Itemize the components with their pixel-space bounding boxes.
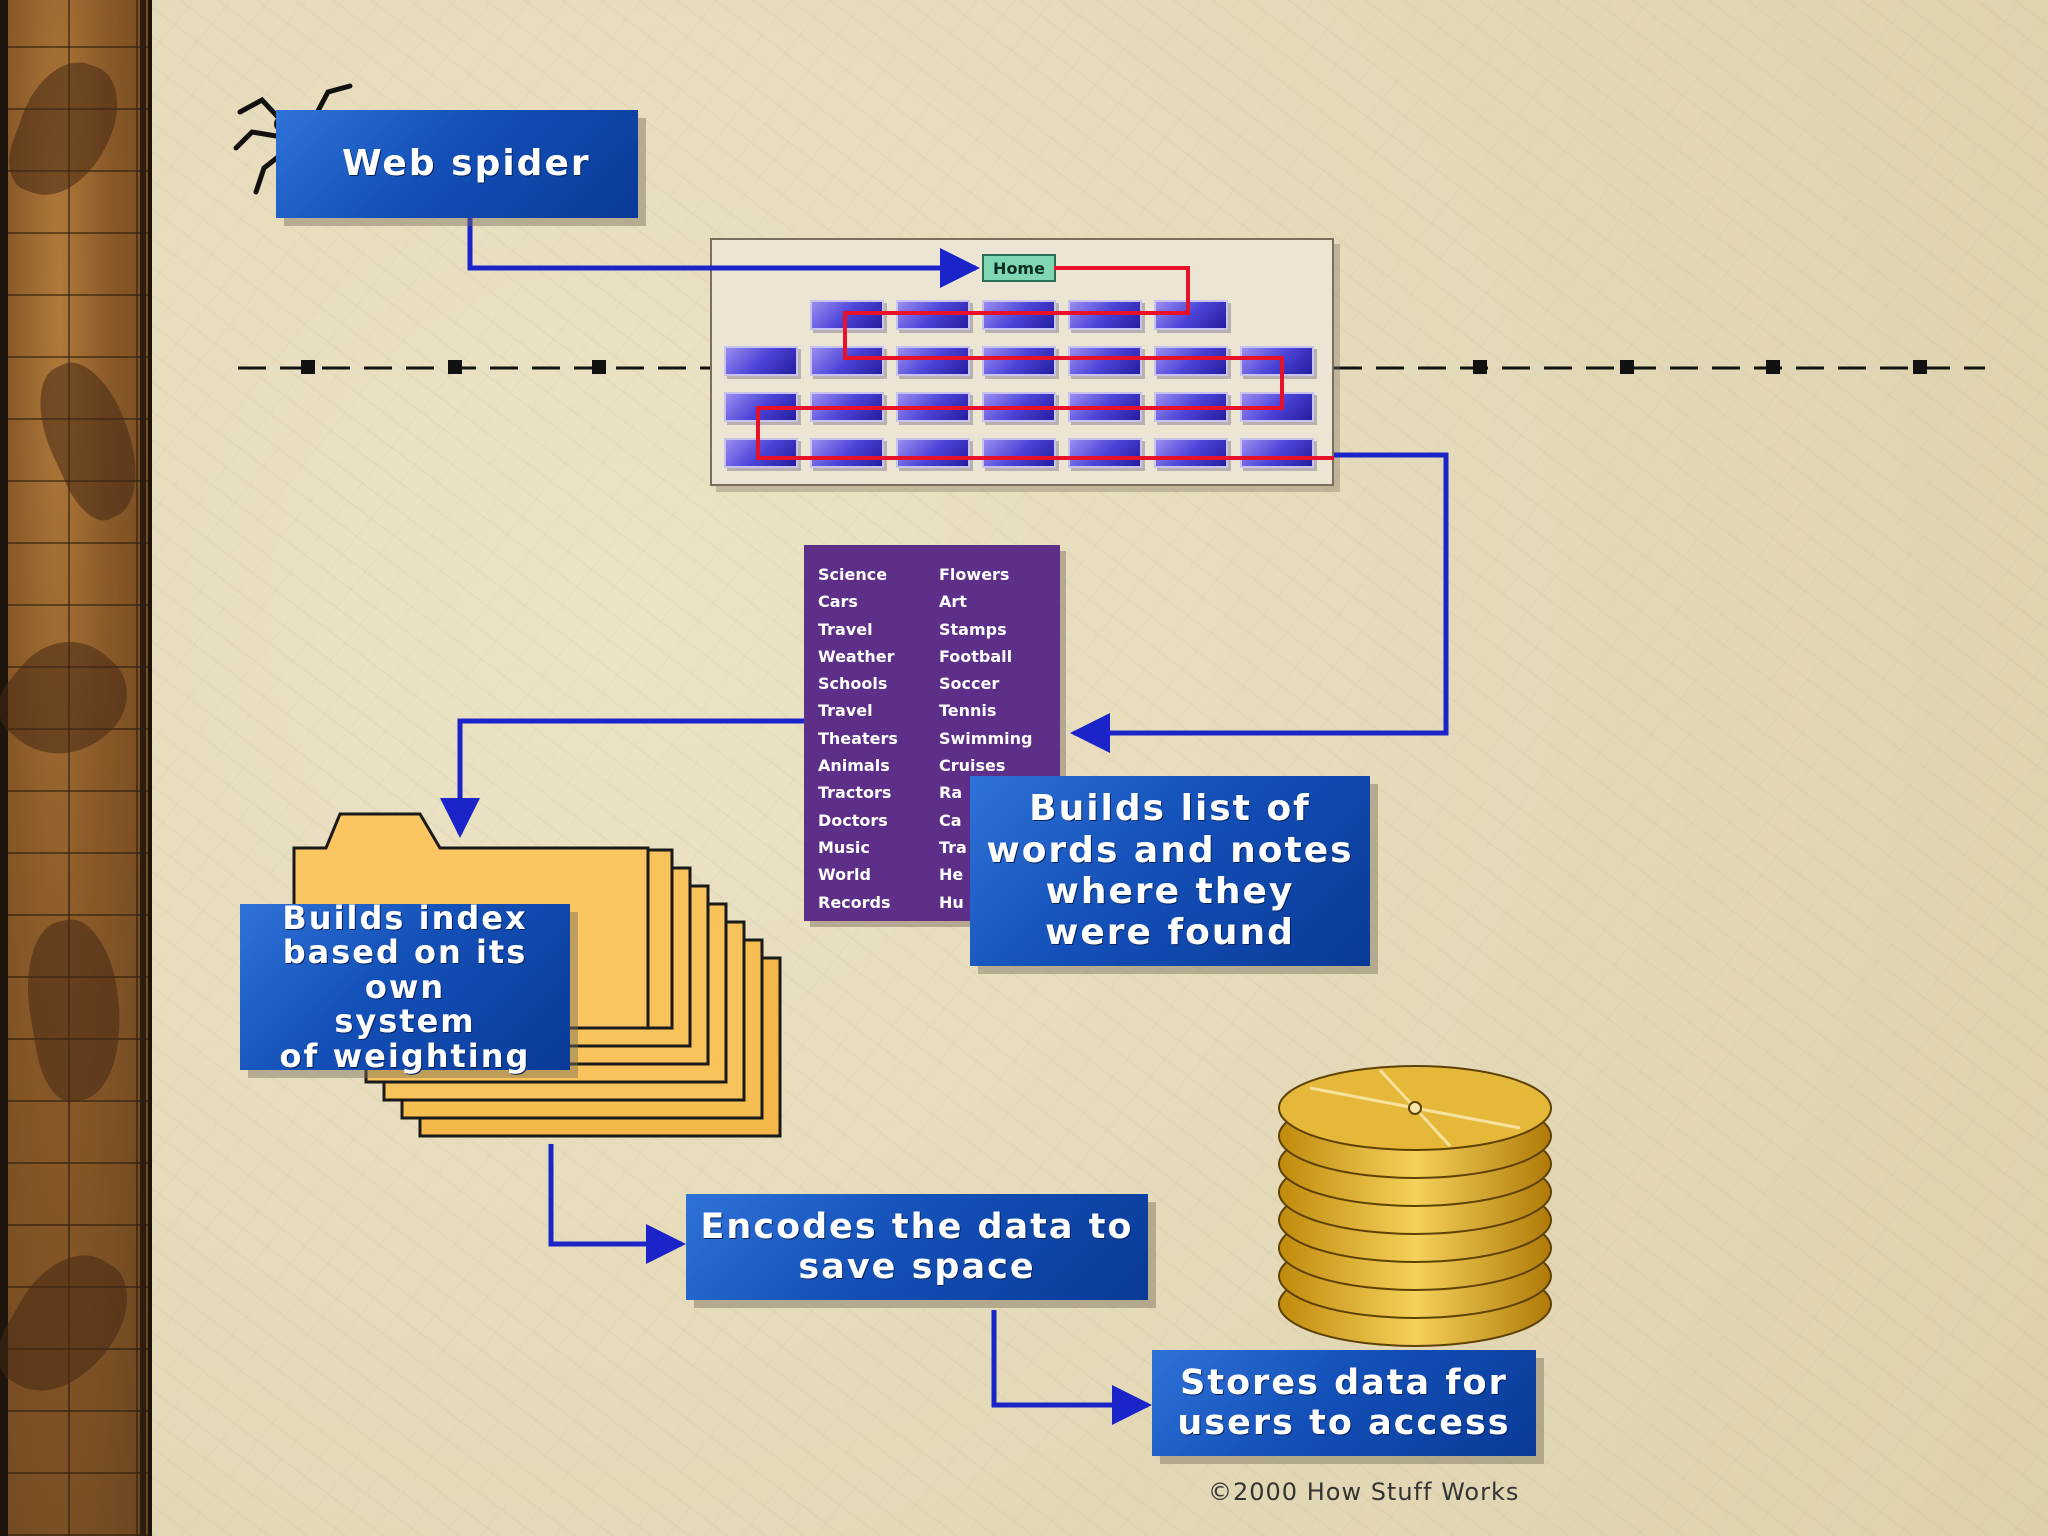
page-tile: [982, 346, 1056, 376]
indexed-word-list: Science Cars Travel Weather Schools Trav…: [804, 545, 1060, 921]
word-list-item: Schools: [818, 674, 888, 694]
word-list-item: Theaters: [818, 728, 898, 748]
divider-node: [1473, 360, 1487, 374]
word-list-item: Travel: [818, 619, 873, 639]
page-tile: [810, 438, 884, 468]
page-tile: [1068, 438, 1142, 468]
page-tile: [1154, 346, 1228, 376]
word-list-item: Science: [818, 565, 888, 584]
divider-node: [1913, 360, 1927, 374]
word-list-item: Swimming: [939, 728, 1033, 748]
word-list-item: Tennis: [939, 701, 997, 721]
page-tile: [1068, 346, 1142, 376]
page-tile: [1240, 346, 1314, 376]
page-tile: [724, 438, 798, 468]
web-spider-label-text: Web spider: [342, 143, 591, 185]
arrow-sitemap-to-list: [1070, 452, 1449, 753]
page-tile: [982, 438, 1056, 468]
word-list-left-column: Science Cars Travel Weather Schools Trav…: [818, 561, 939, 921]
home-page-tile: Home: [982, 254, 1056, 282]
word-list-item: Ra: [939, 783, 963, 803]
website-site-map: Home: [710, 238, 1334, 486]
arrow-spider-to-home: [467, 218, 980, 288]
word-list-right-column: Flowers Art Stamps Football Soccer Tenni…: [939, 561, 1060, 921]
word-list-item: Flowers: [939, 565, 1010, 584]
encodes-data-label-text: Encodes the data to save space: [700, 1206, 1134, 1287]
stores-data-label-text: Stores data for users to access: [1177, 1362, 1511, 1443]
word-list-item: Cars: [818, 592, 858, 612]
word-list-item: Tractors: [818, 783, 892, 803]
word-list-item: Doctors: [818, 810, 888, 830]
disk-stack-icon: [1278, 1065, 1552, 1347]
word-list-item: Football: [939, 646, 1013, 666]
page-tile: [1154, 438, 1228, 468]
web-spider-label: Web spider: [276, 110, 638, 218]
crawl-path: [756, 266, 1334, 460]
arrow-encode-to-store: [991, 1310, 1152, 1425]
divider-node: [1620, 360, 1634, 374]
word-list-item: Art: [939, 592, 967, 612]
decorative-sidebar: [0, 0, 161, 1536]
arrow-index-to-encode: [548, 1144, 686, 1264]
word-list-item: Cruises: [939, 756, 1006, 776]
builds-index-label: Builds index based on its own system of …: [240, 900, 570, 1073]
divider-node: [448, 360, 462, 374]
stores-data-label: Stores data for users to access: [1152, 1350, 1536, 1456]
sidebar-edge: [140, 0, 146, 1536]
page-tile: [896, 438, 970, 468]
page-tile: [724, 346, 798, 376]
encodes-data-label: Encodes the data to save space: [686, 1194, 1148, 1300]
arrow-list-to-index: [440, 718, 804, 838]
builds-index-label-text: Builds index based on its own system of …: [279, 898, 531, 1075]
word-list-item: Music: [818, 837, 870, 857]
divider-node: [592, 360, 606, 374]
word-list-item: Tra: [939, 837, 967, 857]
divider-node: [301, 360, 315, 374]
word-list-item: Hu: [939, 892, 964, 912]
word-list-item: Ca: [939, 810, 962, 830]
word-list-item: Travel: [818, 701, 873, 721]
word-list-item: World: [818, 865, 871, 885]
word-list-item: Records: [818, 892, 891, 912]
page-tile: [1240, 438, 1314, 468]
word-list-item: Weather: [818, 646, 895, 666]
sidebar-edge: [0, 0, 8, 1536]
word-list-item: Soccer: [939, 674, 1000, 694]
page-tile: [896, 346, 970, 376]
word-list-item: He: [939, 865, 964, 885]
builds-list-label: Builds list of words and notes where the…: [970, 776, 1370, 966]
copyright-text: ©2000 How Stuff Works: [1208, 1478, 1520, 1506]
builds-list-label-text: Builds list of words and notes where the…: [986, 788, 1354, 954]
divider-node: [1766, 360, 1780, 374]
word-list-item: Animals: [818, 756, 890, 776]
word-list-item: Stamps: [939, 619, 1007, 639]
